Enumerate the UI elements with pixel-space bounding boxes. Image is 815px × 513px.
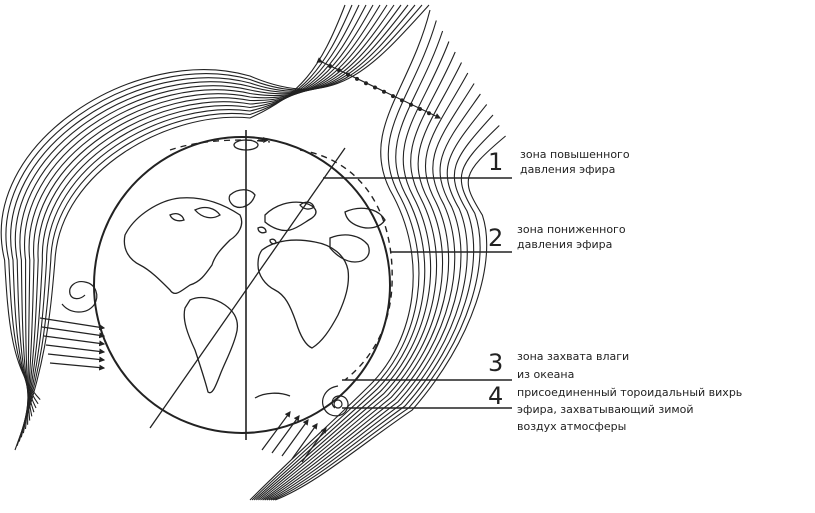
- callout-1-number: 1: [488, 148, 503, 176]
- callout-4-line-1: присоединенный тороидальный вихрь: [517, 386, 742, 399]
- arrow-left-inflow: [40, 318, 104, 328]
- arrow-left-inflow: [42, 327, 104, 336]
- arrow-tick: [401, 99, 404, 102]
- arrow-left-inflow: [44, 336, 104, 344]
- callout-4-number: 4: [488, 382, 503, 410]
- arrow-tick: [338, 69, 341, 72]
- arrow-tick: [365, 82, 368, 85]
- left-vortex: [62, 282, 97, 312]
- callout-2-number: 2: [488, 224, 503, 252]
- callout-3-number: 3: [488, 349, 503, 377]
- earth-globe: [94, 137, 392, 433]
- callout-1: 1 зона повышенного давления эфира: [488, 148, 630, 176]
- arrow-tick: [428, 112, 431, 115]
- arrow-tick: [347, 73, 350, 76]
- arrow-left-inflow: [46, 345, 104, 352]
- arrow-tick: [383, 90, 386, 93]
- callout-2-line-1: зона пониженного: [517, 223, 626, 236]
- callout-4-line-3: воздух атмосферы: [517, 420, 626, 433]
- callout-2: 2 зона пониженного давления эфира: [488, 223, 626, 252]
- arrow-tick: [419, 108, 422, 111]
- callout-2-line-2: давления эфира: [517, 238, 612, 251]
- arrow-tick: [374, 86, 377, 89]
- callout-3-line-1: зона захвата влаги: [517, 350, 629, 363]
- callout-1-line-1: зона повышенного: [520, 148, 630, 161]
- arrow-left-inflow: [48, 354, 104, 360]
- arrow-tick: [329, 65, 332, 68]
- arrow-left-inflow: [50, 363, 104, 368]
- arrow-tick: [410, 103, 413, 106]
- callout-3: 3 зона захвата влаги из океана: [488, 349, 629, 381]
- arrow-tick: [356, 78, 359, 81]
- arrow-tick: [392, 95, 395, 98]
- callout-3-line-2: из океана: [517, 368, 574, 381]
- callout-4: 4 присоединенный тороидальный вихрь эфир…: [488, 382, 742, 433]
- callout-1-line-2: давления эфира: [520, 163, 615, 176]
- callout-4-line-2: эфира, захватывающий зимой: [517, 403, 694, 416]
